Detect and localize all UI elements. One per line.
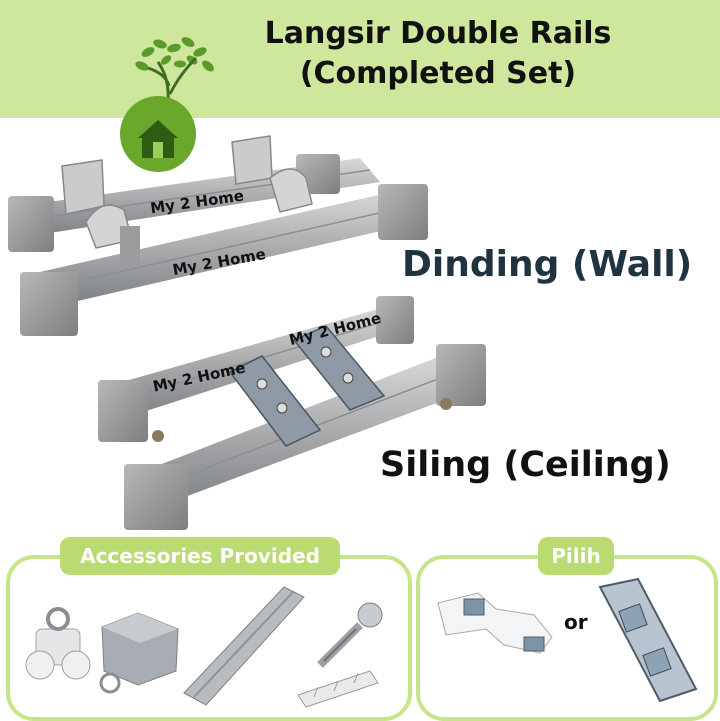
- wall-bracket-option-icon: [437, 592, 553, 654]
- ceiling-rail-set: [98, 296, 486, 530]
- header-banner: [0, 0, 720, 118]
- ceiling-label: Siling (Ceiling): [380, 445, 671, 485]
- wall-rail-set: [8, 135, 428, 336]
- wall-end-cap: [20, 272, 78, 336]
- ceiling-bracket: [292, 325, 386, 411]
- tree-leaves: [135, 37, 214, 72]
- wall-bracket-clip: [269, 168, 313, 213]
- wall-rail-front: [40, 190, 420, 306]
- ceiling-bracket-option-icon: [598, 577, 698, 703]
- ceiling-end-cap: [376, 296, 414, 344]
- ceiling-bracket: [228, 355, 322, 447]
- end-cap-icon: [99, 612, 179, 694]
- page-title: Langsir Double Rails (Completed Set): [228, 14, 648, 94]
- product-illustration: [8, 135, 486, 530]
- wall-bracket: [61, 159, 105, 215]
- title-line-1: Langsir Double Rails: [264, 16, 612, 51]
- title-line-2: (Completed Set): [299, 56, 577, 91]
- ceiling-end-cap: [436, 344, 486, 406]
- pilih-heading: Pilih: [538, 537, 614, 575]
- wall-end-cap: [8, 196, 54, 252]
- roller-runner-icon: [25, 607, 91, 680]
- tree-house-logo: [120, 37, 214, 172]
- ceiling-end-cap: [124, 464, 188, 530]
- wall-plug-icon: [297, 670, 379, 708]
- wall-label: Dinding (Wall): [402, 244, 693, 285]
- house-icon: [138, 120, 178, 158]
- rail-section-icon: [183, 586, 305, 706]
- screw-icon: [317, 602, 383, 668]
- wall-bracket: [231, 135, 273, 185]
- wall-end-cap: [378, 184, 428, 240]
- accessories-items: [25, 586, 383, 708]
- bracket-options: [437, 577, 698, 703]
- or-text: or: [564, 610, 588, 634]
- ceiling-end-cap: [98, 380, 148, 442]
- accessories-heading: Accessories Provided: [60, 537, 340, 575]
